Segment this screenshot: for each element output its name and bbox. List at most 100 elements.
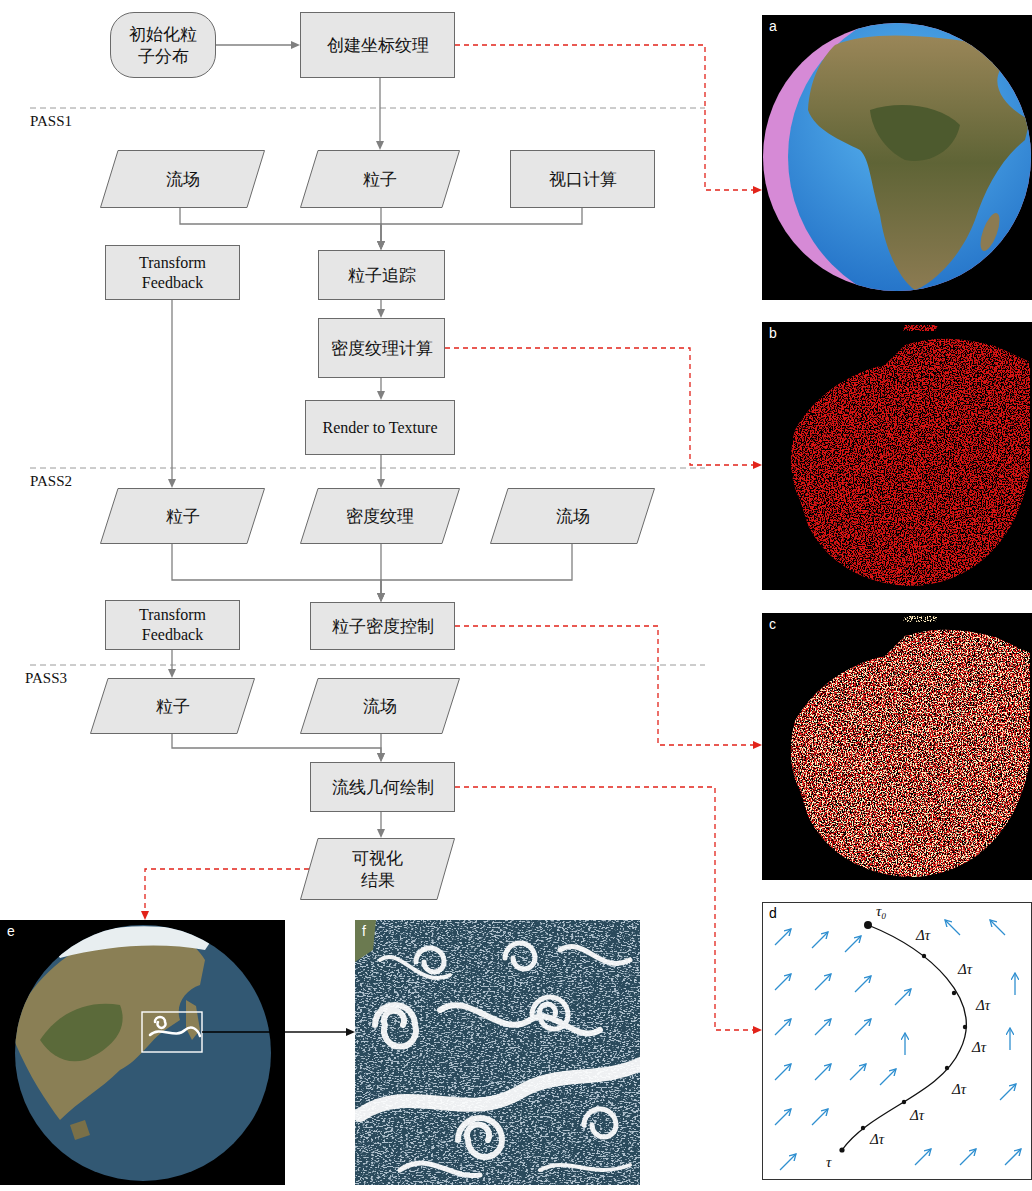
- streamline-diagram: [815, 1019, 831, 1035]
- process-box: 粒子密度控制: [310, 602, 455, 650]
- result-globe-figure: [202, 1031, 285, 1032]
- globe-africa-figure: [1000, 45, 1032, 100]
- step-symbol: τ₀: [876, 904, 887, 919]
- density-texture-figure: [762, 322, 1032, 590]
- result-globe-figure: [150, 1028, 200, 1036]
- arrowhead: [377, 241, 385, 250]
- flow-arrow: [172, 734, 385, 762]
- streamline-diagram: [1014, 973, 1015, 995]
- parallelogram-outline: [301, 679, 460, 734]
- connector-line: [145, 869, 309, 914]
- leader-arrow: [445, 348, 762, 469]
- process-box: Render to Texture: [305, 400, 455, 455]
- process-box: 密度纹理计算: [318, 318, 445, 378]
- eddy-detail-figure: [458, 1118, 502, 1157]
- streamline-diagram: [850, 1064, 866, 1080]
- connector-line: [172, 544, 381, 596]
- streamline-diagram: [945, 1066, 949, 1070]
- step-symbol: Δτ: [958, 962, 972, 977]
- result-globe-figure: [10, 930, 205, 1120]
- streamline-diagram: [1009, 1028, 1010, 1050]
- pass-separator: [30, 665, 705, 666]
- streamline-diagram: [763, 903, 1032, 1180]
- eddy-detail-figure: [400, 1163, 480, 1176]
- flow-arrow: [285, 1028, 355, 1036]
- arrowhead: [376, 141, 384, 150]
- panel-letter: b: [769, 325, 777, 342]
- process-box: 创建坐标纹理: [300, 12, 455, 78]
- eddy-detail-figure: [560, 947, 630, 964]
- connector-line: [380, 455, 381, 482]
- result-globe-figure: [10, 926, 215, 1140]
- pass-label: PASS3: [25, 671, 67, 686]
- node-label: 流场: [363, 695, 397, 717]
- flow-arrow: [377, 544, 385, 602]
- streamline-diagram: [775, 1109, 791, 1125]
- arrowhead: [377, 391, 385, 400]
- pass-label: PASS1: [30, 114, 72, 129]
- connector-line: [380, 734, 381, 756]
- step-symbol: Δτ: [870, 1132, 884, 1147]
- panel-letter: d: [769, 905, 777, 922]
- pass-separator: [30, 108, 705, 109]
- parallelogram-outline: [91, 679, 255, 734]
- arrowhead: [377, 309, 385, 318]
- process-box: Transform Feedback: [105, 245, 240, 300]
- streamline-diagram: [775, 1019, 791, 1035]
- figure-panel: e: [0, 920, 285, 1185]
- flow-arrow: [377, 378, 385, 400]
- flow-arrow: [377, 455, 385, 488]
- arrowhead: [346, 1028, 355, 1036]
- globe-africa-figure: [870, 105, 960, 161]
- streamline-diagram: [861, 1126, 865, 1130]
- streamline-diagram: [1005, 1149, 1021, 1165]
- node-label: 流线几何绘制: [332, 776, 434, 798]
- streamline-diagram: [922, 954, 926, 958]
- globe-africa-figure: [788, 5, 1032, 309]
- density-texture-figure: [791, 339, 1030, 586]
- node-label: Transform Feedback: [126, 605, 219, 645]
- eddy-detail-figure: [355, 920, 645, 1185]
- leader-arrow: [455, 787, 762, 1034]
- process-box: 流线几何绘制: [310, 762, 455, 812]
- arrowhead: [168, 479, 176, 488]
- streamline-diagram: [864, 921, 872, 929]
- figure-panel: d: [762, 902, 1032, 1180]
- result-globe-figure: [0, 920, 285, 1185]
- arrowhead: [753, 1026, 762, 1034]
- streamline-diagram: [963, 1025, 967, 1029]
- node-label: 密度纹理: [346, 505, 414, 527]
- result-globe-figure: [155, 1017, 165, 1028]
- flow-arrow: [180, 208, 385, 250]
- streamline-diagram: [812, 1109, 828, 1125]
- data-parallelogram: 流场: [490, 488, 655, 544]
- parallelogram-outline: [301, 489, 460, 544]
- density-control-figure: [762, 613, 1032, 880]
- streamline-diagram: [902, 1100, 906, 1104]
- node-label: 流场: [556, 505, 590, 527]
- streamline-diagram: [952, 991, 956, 995]
- figure-panel: c: [762, 613, 1032, 880]
- connector-line: [171, 300, 172, 482]
- flow-arrow: [168, 300, 176, 488]
- eddy-detail-figure: [440, 1005, 600, 1033]
- streamline-diagram: [815, 974, 831, 990]
- result-globe-figure: [150, 1017, 200, 1036]
- arrowhead: [377, 241, 385, 250]
- arrowhead: [377, 753, 385, 762]
- step-symbol: Δτ: [976, 998, 990, 1013]
- eddy-detail-figure: [380, 957, 450, 978]
- flow-arrow: [377, 208, 582, 250]
- data-parallelogram: 粒子: [300, 150, 460, 208]
- globe-africa-figure: [762, 5, 1032, 309]
- arrowhead: [377, 593, 385, 602]
- flow-arrow: [168, 650, 176, 678]
- node-label: Render to Texture: [323, 418, 438, 438]
- streamline-diagram: [775, 920, 1021, 1170]
- arrowhead: [753, 186, 762, 194]
- pass-separator: [30, 108, 705, 665]
- connector-line: [381, 544, 572, 596]
- data-parallelogram: 粒子: [100, 488, 265, 544]
- density-texture-figure: [903, 325, 938, 331]
